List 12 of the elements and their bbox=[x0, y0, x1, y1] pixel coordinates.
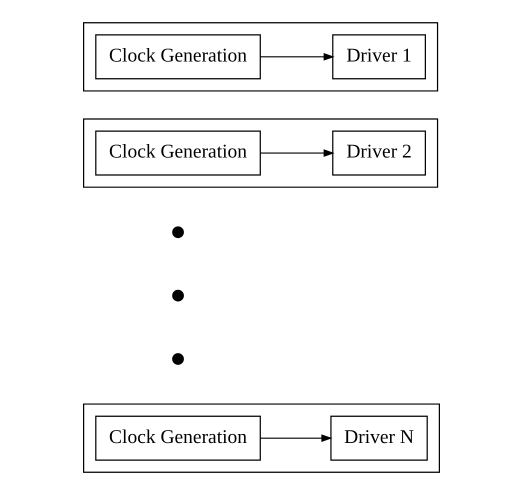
node-box: Driver N bbox=[330, 416, 428, 461]
node-box: Driver 2 bbox=[332, 130, 426, 176]
node-box: Clock Generation bbox=[95, 416, 261, 461]
arrow bbox=[260, 52, 335, 61]
cluster bbox=[83, 22, 438, 92]
cluster bbox=[83, 403, 440, 473]
node-box: Driver 1 bbox=[332, 34, 426, 80]
node-box: Clock Generation bbox=[95, 130, 261, 176]
arrow bbox=[260, 434, 332, 442]
node-box: Clock Generation bbox=[95, 34, 261, 80]
cluster bbox=[83, 118, 438, 188]
arrow bbox=[260, 149, 335, 157]
